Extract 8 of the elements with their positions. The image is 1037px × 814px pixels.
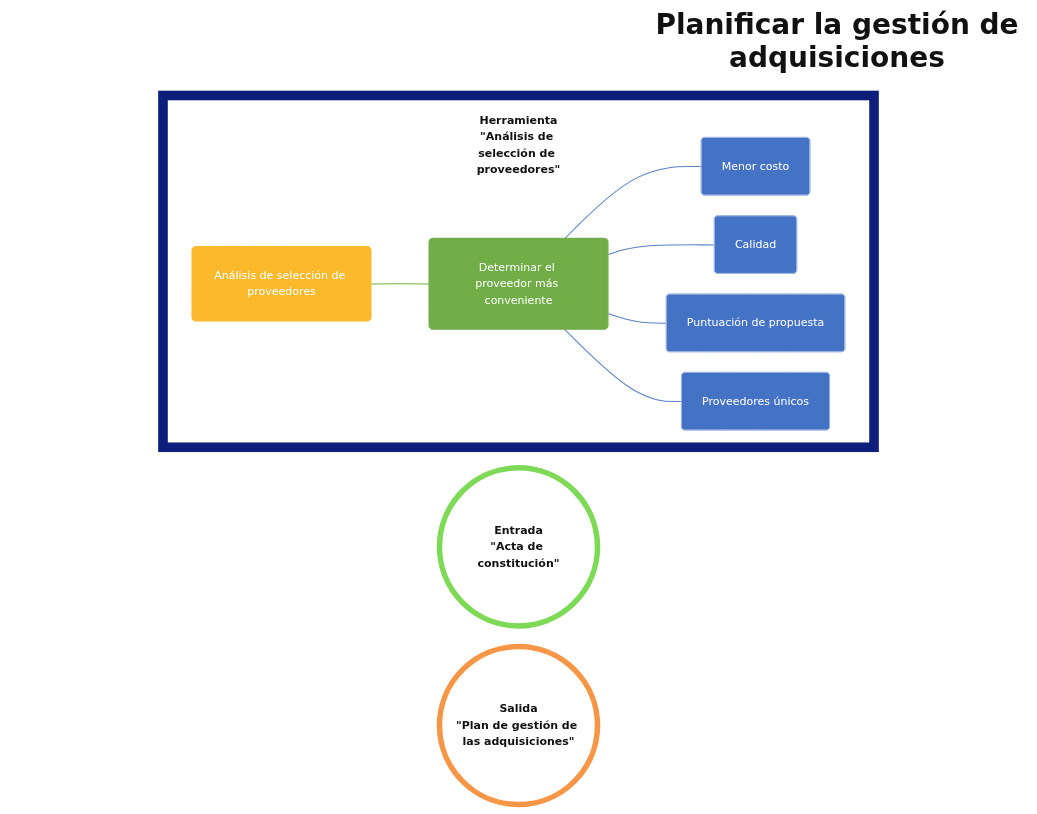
connector <box>564 328 683 403</box>
node-circle: Salida "Plan de gestión de las adquisiciones" <box>436 643 601 808</box>
connector <box>607 313 668 324</box>
connector <box>370 283 431 285</box>
diagram-title: Planificar la gestión de adquisiciones <box>654 8 1020 74</box>
connector <box>607 244 716 256</box>
node-circle: Entrada "Acta de constitución" <box>436 465 601 629</box>
connector <box>564 166 703 240</box>
